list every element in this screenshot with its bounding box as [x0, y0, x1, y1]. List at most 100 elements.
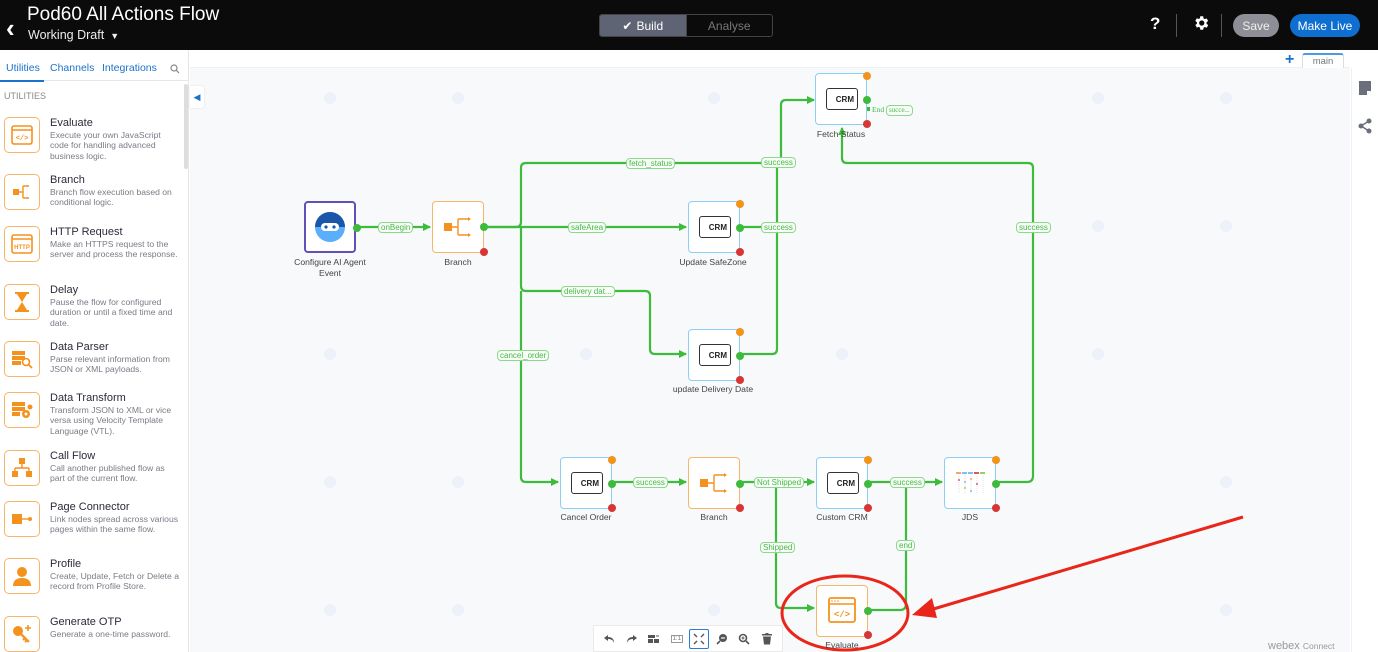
make-live-button[interactable]: Make Live: [1290, 14, 1360, 37]
error-port[interactable]: [736, 376, 744, 384]
output-port[interactable]: [736, 352, 744, 360]
back-button[interactable]: ‹: [6, 13, 15, 43]
output-port[interactable]: [864, 480, 872, 488]
grid-dot: [836, 348, 848, 360]
output-port[interactable]: [992, 480, 1000, 488]
item-name: Page Connector: [50, 501, 130, 513]
share-icon[interactable]: [1358, 118, 1372, 139]
input-port[interactable]: [992, 456, 1000, 464]
edge-label[interactable]: cancel_order: [497, 350, 550, 361]
item-desc: Pause the flow for configured duration o…: [50, 297, 173, 328]
grid-dot: [324, 604, 336, 616]
zoom-out-icon[interactable]: [712, 629, 732, 649]
node-update-safezone[interactable]: CRM: [688, 200, 744, 256]
edge-label[interactable]: success: [890, 477, 925, 488]
edge-label[interactable]: end: [896, 540, 916, 551]
edge-label[interactable]: onBegin: [378, 222, 414, 233]
error-port[interactable]: [992, 504, 1000, 512]
input-port[interactable]: [608, 456, 616, 464]
edge-label[interactable]: success: [633, 477, 668, 488]
svg-text:</>: </>: [834, 610, 850, 620]
input-port[interactable]: [863, 72, 871, 80]
add-page-button[interactable]: +: [1285, 51, 1295, 68]
version-label: Working Draft: [28, 28, 105, 42]
grid-dot: [452, 604, 464, 616]
collapse-sidebar-button[interactable]: ◀: [190, 86, 204, 108]
edge-label[interactable]: Shipped: [760, 542, 796, 553]
mode-switch: ✔Build Analyse: [599, 14, 773, 37]
branch-icon: [444, 217, 471, 237]
divider: [1221, 14, 1222, 37]
node-branch-2[interactable]: [688, 457, 744, 512]
edge-label[interactable]: success: [761, 222, 796, 233]
error-port[interactable]: [864, 504, 872, 512]
output-port[interactable]: [608, 480, 616, 488]
tab-utilities[interactable]: Utilities: [0, 62, 44, 82]
error-port[interactable]: [736, 248, 744, 256]
analyse-tab[interactable]: Analyse: [685, 15, 772, 36]
page-tab-main[interactable]: main: [1302, 53, 1344, 68]
edge-label[interactable]: success: [1016, 222, 1051, 233]
node-configure-ai-agent-event[interactable]: [304, 201, 361, 253]
edge-label[interactable]: safeArea: [568, 222, 607, 233]
node-update-delivery-date[interactable]: CRM: [688, 328, 744, 384]
edge-label[interactable]: fetch_status: [626, 158, 676, 169]
sidebar-scrollbar[interactable]: [184, 84, 188, 169]
node-custom-crm[interactable]: CRM: [816, 456, 872, 512]
item-name: Data Parser: [50, 341, 109, 353]
edge-label[interactable]: success: [761, 157, 796, 168]
end-label: End: [872, 105, 885, 114]
top-bar: ‹ Pod60 All Actions Flow Working Draft▼ …: [0, 0, 1378, 50]
gear-icon[interactable]: [1192, 14, 1210, 37]
edge-label[interactable]: succe...: [886, 105, 913, 116]
output-port[interactable]: [736, 480, 744, 488]
redo-icon[interactable]: [622, 629, 642, 649]
edge-label[interactable]: delivery dat...: [561, 286, 615, 297]
edge-label[interactable]: Not Shipped: [754, 477, 805, 488]
check-icon: ✔: [622, 18, 633, 33]
search-icon[interactable]: [170, 61, 180, 79]
node-evaluate[interactable]: </>: [816, 585, 872, 639]
end-marker: [866, 107, 870, 111]
error-port[interactable]: [480, 248, 488, 256]
undo-icon[interactable]: [599, 629, 619, 649]
item-desc: Generate a one-time password.: [50, 629, 171, 639]
output-port[interactable]: [864, 607, 872, 615]
node-fetch-status[interactable]: CRM: [815, 72, 871, 128]
actual-size-icon[interactable]: 1:1: [667, 629, 687, 649]
fit-screen-icon[interactable]: [689, 628, 710, 649]
error-port[interactable]: [736, 504, 744, 512]
input-port[interactable]: [736, 200, 744, 208]
error-port[interactable]: [608, 504, 616, 512]
input-port[interactable]: [864, 456, 872, 464]
output-port[interactable]: [480, 223, 488, 231]
crm-text: CRM: [580, 478, 599, 488]
tab-channels[interactable]: Channels: [50, 62, 95, 74]
input-port[interactable]: [736, 328, 744, 336]
node-branch[interactable]: [432, 201, 488, 256]
crm-icon: CRM: [827, 472, 859, 494]
node-cancel-order[interactable]: CRM: [560, 456, 616, 512]
grid-dot: [1092, 92, 1104, 104]
delete-icon[interactable]: [757, 629, 777, 649]
output-port[interactable]: [863, 96, 871, 104]
node-label: Evaluate: [825, 640, 859, 650]
help-icon[interactable]: ?: [1150, 14, 1161, 33]
grid-dot: [1220, 92, 1232, 104]
build-tab[interactable]: ✔Build: [600, 15, 686, 36]
item-desc: Link nodes spread across various pages w…: [50, 514, 179, 535]
data-parser-icon: [4, 341, 40, 377]
jds-diagram-icon: [956, 472, 985, 494]
error-port[interactable]: [863, 120, 871, 128]
node-jds[interactable]: [944, 456, 1000, 512]
arrange-icon[interactable]: [644, 629, 664, 649]
node-label: Branch: [700, 512, 728, 522]
version-dropdown[interactable]: Working Draft▼: [28, 28, 119, 42]
output-port[interactable]: [736, 224, 744, 232]
save-button[interactable]: Save: [1233, 14, 1279, 37]
error-port[interactable]: [864, 631, 872, 639]
zoom-in-icon[interactable]: [734, 629, 754, 649]
output-port[interactable]: [353, 224, 361, 232]
note-icon[interactable]: [1358, 80, 1372, 101]
tab-integrations[interactable]: Integrations: [102, 62, 157, 74]
